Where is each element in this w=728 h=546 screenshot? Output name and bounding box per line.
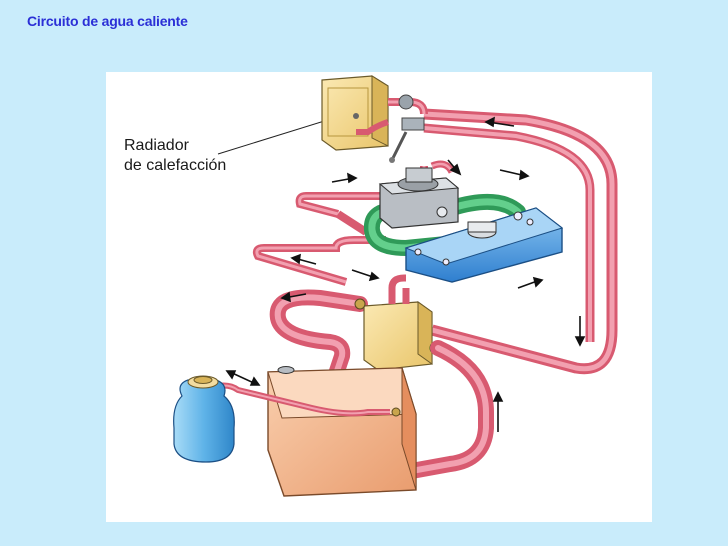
heater-valve	[388, 94, 428, 163]
radiator-top-hose	[269, 289, 368, 382]
flow-arrow-double-icon	[225, 370, 261, 386]
diagram-panel: Radiador de calefacción	[106, 72, 652, 522]
callout-leader-line	[217, 117, 335, 155]
heater-core-label-line2: de calefacción	[124, 157, 227, 174]
expansion-tank	[173, 375, 235, 463]
flow-arrow-icon	[331, 172, 358, 184]
slide-title: Circuito de agua caliente	[27, 13, 188, 29]
cooling-circuit-illustration	[173, 75, 618, 497]
flow-arrow-icon	[492, 391, 504, 432]
radiator	[267, 366, 417, 497]
radiator-bottom-hose	[398, 340, 494, 480]
flow-arrow-icon	[280, 291, 307, 303]
flow-arrow-icon	[517, 276, 544, 289]
return-hose	[423, 108, 618, 375]
thermostat-housing	[378, 160, 460, 229]
flow-arrow-icon	[499, 169, 530, 181]
flow-arrow-icon	[290, 253, 317, 265]
flow-arrow-icon	[447, 159, 462, 176]
flow-arrow-icon	[351, 269, 380, 282]
heater-core-label: Radiador de calefacción	[124, 136, 226, 176]
flow-arrow-icon	[574, 316, 586, 347]
flow-arrow-icon	[484, 116, 515, 128]
engine-cylinder-head	[404, 207, 564, 283]
heater-core	[321, 75, 389, 151]
junction-block	[354, 274, 443, 371]
flow-arrows	[225, 116, 586, 432]
heater-core-label-line1: Radiador	[124, 137, 189, 154]
